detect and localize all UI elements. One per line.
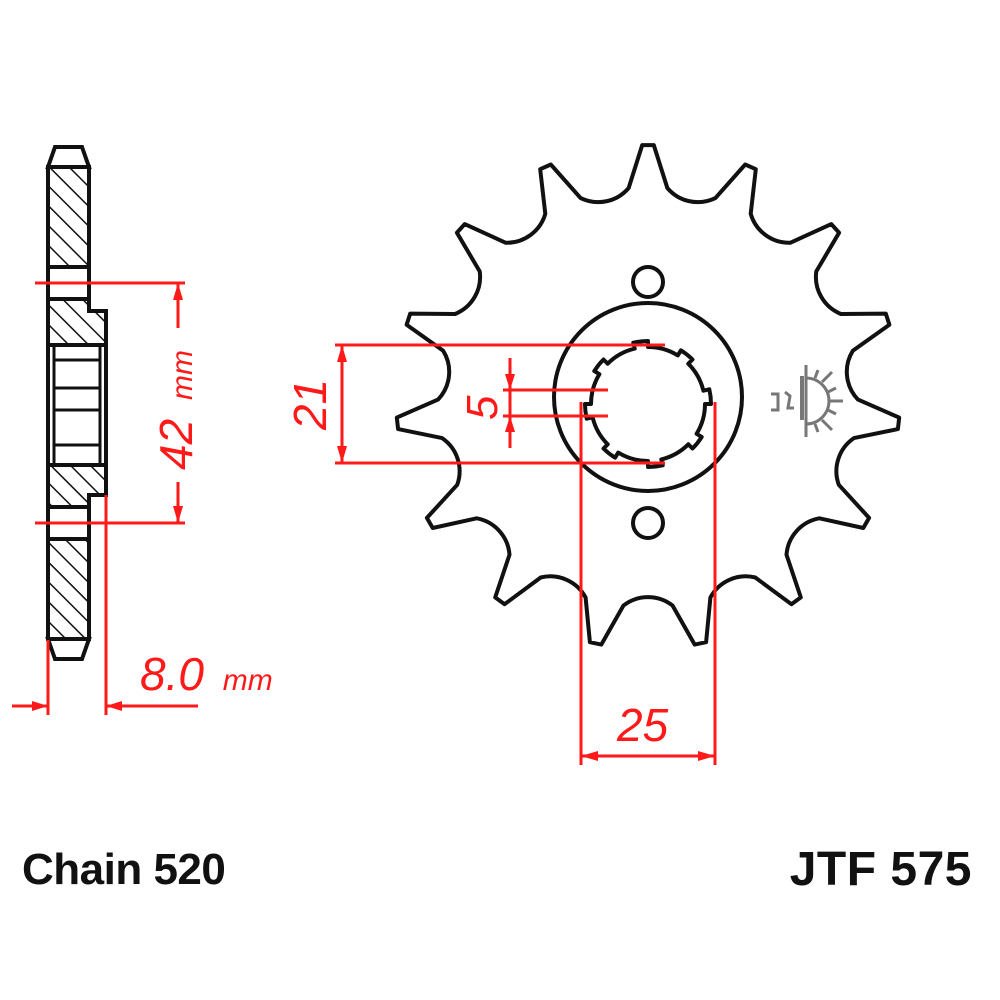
sprocket-front-view	[394, 143, 902, 647]
dimension-hub-diameter-value: 42 mm	[150, 350, 202, 470]
side-tooth-tip-top	[45, 145, 92, 169]
dimension-spline-height: 21	[284, 343, 665, 465]
side-bore	[46, 343, 108, 467]
dimension-bore-diameter-value: 25	[616, 699, 669, 751]
dimension-thickness: 8.0 mm	[12, 495, 273, 715]
dimension-bore-diameter: 25	[579, 402, 717, 765]
hub-ring	[552, 301, 744, 493]
side-view-section	[45, 145, 108, 661]
dimension-spline-width-value: 5	[458, 395, 507, 420]
side-flange-upper	[46, 165, 91, 269]
sprocket-teeth-outline	[394, 143, 902, 647]
dimension-spline-width: 5	[458, 358, 608, 448]
side-flange-lower	[46, 537, 91, 641]
sun-half-symbol-icon	[771, 365, 843, 437]
mounting-hole-top	[631, 265, 665, 299]
dimension-spline-height-value: 21	[284, 379, 336, 431]
dimension-hub-diameter: 42 mm	[35, 281, 202, 525]
chain-size-label: Chain 520	[22, 845, 226, 894]
mounting-hole-bottom	[631, 506, 665, 540]
side-hub-lower	[46, 463, 108, 509]
dimension-thickness-value: 8.0 mm	[140, 648, 273, 700]
splined-bore	[582, 338, 714, 470]
part-number-label: JTF 575	[789, 843, 972, 896]
side-hub-upper	[46, 297, 108, 347]
side-tooth-tip-bottom	[45, 637, 92, 661]
